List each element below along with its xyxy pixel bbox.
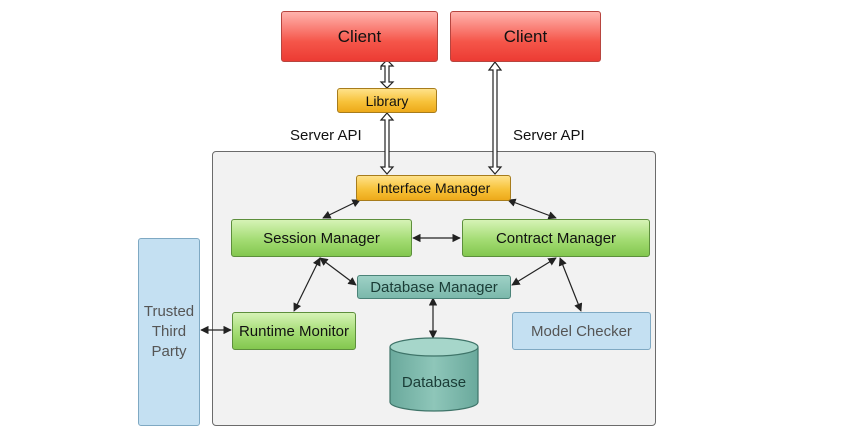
client-box-1[interactable]: Client — [281, 11, 438, 62]
trusted-third-party-box[interactable]: Trusted Third Party — [138, 238, 200, 426]
contract-dbmanager-connector — [511, 257, 557, 286]
session-dbmanager-connector — [319, 257, 357, 286]
library-interface-connector — [379, 112, 395, 175]
library-box[interactable]: Library — [337, 88, 437, 113]
server-api-label-right: Server API — [513, 127, 585, 144]
interface-contract-connector — [507, 198, 557, 220]
client2-interface-connector — [487, 61, 503, 175]
client-box-2[interactable]: Client — [450, 11, 601, 62]
database-label: Database — [401, 374, 467, 391]
runtime-monitor-box[interactable]: Runtime Monitor — [232, 312, 356, 350]
interface-manager-box[interactable]: Interface Manager — [356, 175, 511, 201]
interface-session-connector — [322, 199, 361, 219]
session-runtime-connector — [293, 257, 321, 312]
database-manager-box[interactable]: Database Manager — [357, 275, 511, 299]
contract-manager-box[interactable]: Contract Manager — [462, 219, 650, 257]
session-manager-box[interactable]: Session Manager — [231, 219, 412, 257]
server-api-label-left: Server API — [290, 127, 362, 144]
model-checker-box[interactable]: Model Checker — [512, 312, 651, 350]
contract-modelchecker-connector — [558, 257, 583, 312]
